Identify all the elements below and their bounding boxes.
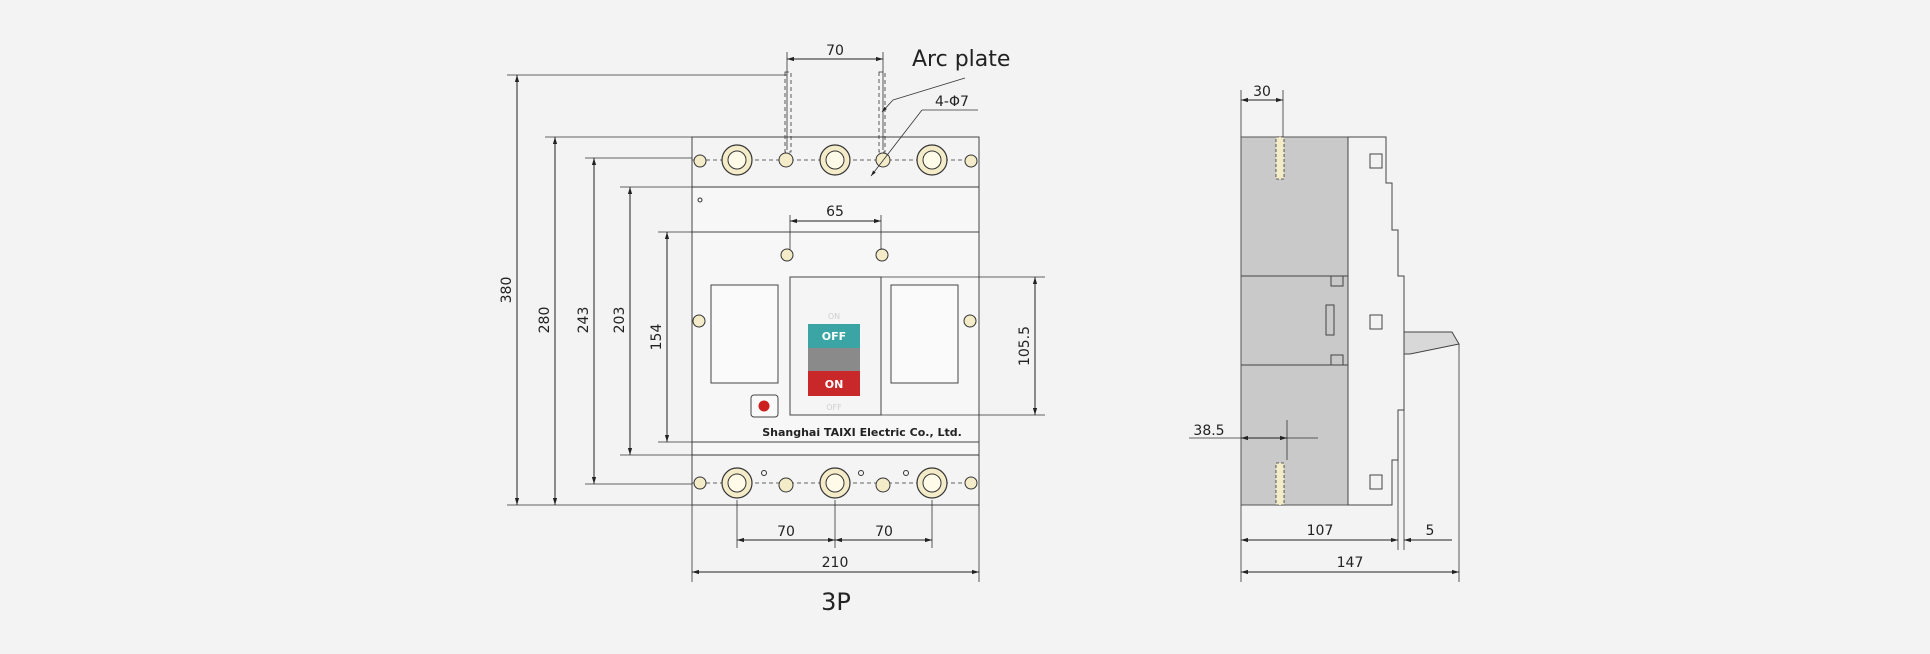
handle-lever xyxy=(808,348,860,371)
side-cover xyxy=(1347,136,1405,506)
dim-bottom-pitch-right: 70 xyxy=(875,524,893,540)
dim-handle-span: 65 xyxy=(826,204,844,220)
holes-label: 4-Φ7 xyxy=(935,94,969,110)
off-button[interactable] xyxy=(808,324,860,348)
dim-body-depth: 107 xyxy=(1307,523,1334,539)
front-dimensions: 70 Arc plate 4-Φ7 65 380 280 243 203 xyxy=(499,43,1045,616)
dim-height-terminals: 243 xyxy=(576,307,592,334)
view-label: 3P xyxy=(821,588,851,616)
right-window xyxy=(890,284,959,384)
bottom-terminals xyxy=(693,467,978,499)
dim-depth-overall: 147 xyxy=(1337,555,1364,571)
dim-width-overall: 210 xyxy=(822,555,849,571)
side-body xyxy=(1240,136,1349,506)
side-handle xyxy=(1403,331,1460,355)
on-button[interactable] xyxy=(808,371,860,396)
top-terminals xyxy=(693,144,978,176)
dim-height-cover: 203 xyxy=(612,307,628,334)
dim-height-body: 280 xyxy=(537,307,553,334)
arc-plate-label: Arc plate xyxy=(912,47,1010,72)
dim-bottom-pitch-left: 70 xyxy=(777,524,795,540)
dim-height-overall: 380 xyxy=(499,277,515,304)
on-button-label: ON xyxy=(825,378,844,391)
ghost-off-label: OFF xyxy=(826,403,842,412)
side-view xyxy=(1240,136,1460,506)
side-terminal-bottom xyxy=(1275,462,1285,506)
side-terminal-top xyxy=(1275,136,1285,180)
indicator-icon xyxy=(758,400,770,412)
ghost-on-label: ON xyxy=(828,312,840,321)
dim-height-window: 154 xyxy=(649,324,665,351)
side-dimensions: 30 38.5 107 5 147 xyxy=(1189,84,1460,582)
dim-terminal-offset: 30 xyxy=(1253,84,1271,100)
dim-mounting-offset: 38.5 xyxy=(1193,423,1224,439)
dim-handle-step: 5 xyxy=(1426,523,1435,539)
dim-handle-window: 105.5 xyxy=(1017,326,1033,366)
manufacturer-label: Shanghai TAIXI Electric Co., Ltd. xyxy=(762,426,962,439)
left-window xyxy=(710,284,779,384)
front-view: ON OFF OFF ON Shanghai TAIXI Electric Co… xyxy=(691,71,980,506)
dim-top-pitch: 70 xyxy=(826,43,844,59)
off-button-label: OFF xyxy=(822,330,846,343)
